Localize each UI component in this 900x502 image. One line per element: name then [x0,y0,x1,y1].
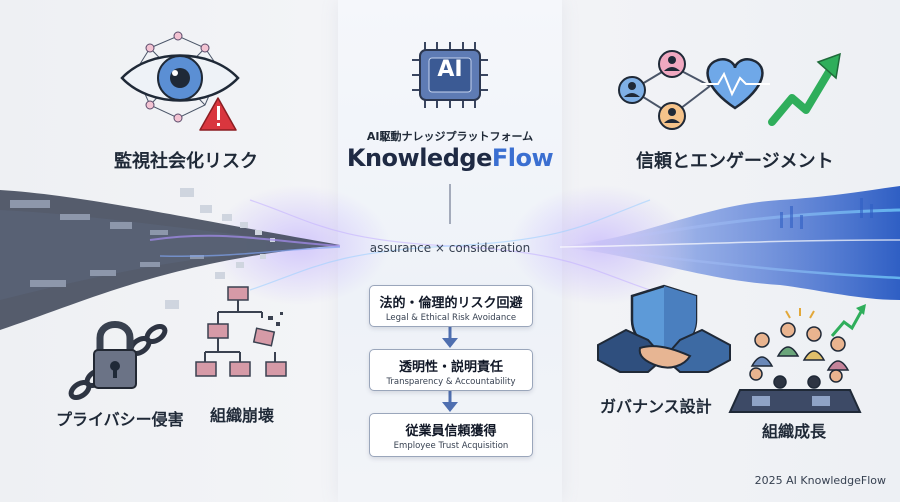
eye-icon [120,31,240,123]
brand-title: KnowledgeFlow [338,144,562,172]
handshake-shield-icon [597,284,731,373]
heart-icon [700,58,770,110]
ai-chip-icon [412,42,488,108]
tagline: assurance × consideration [369,241,531,255]
step-transparency: 透明性・説明責任 Transparency & Accountability [369,349,533,391]
brand-title-main: Knowledge [346,144,492,172]
ai-chip-label: AI [437,57,463,82]
step-en-label: Transparency & Accountability [386,377,516,387]
arrow-down-icon [442,390,458,412]
padlock-chain-icon [68,321,168,401]
right-wave-stream [559,186,900,300]
team-meeting-icon [728,304,866,413]
step-jp-label: 従業員信頼獲得 [405,424,497,439]
org-collapse-label: 組織崩壊 [210,406,275,425]
step-employee-trust: 従業員信頼獲得 Employee Trust Acquisition [369,413,533,457]
arrow-down-icon [442,326,458,348]
step-jp-label: 法的・倫理的リスク回避 [379,296,523,311]
surveillance-risk-label: 監視社会化リスク [114,151,258,172]
footer-credit: 2025 AI KnowledgeFlow [754,474,886,487]
governance-design-label: ガバナンス設計 [600,397,712,416]
step-legal-ethical: 法的・倫理的リスク回避 Legal & Ethical Risk Avoidan… [369,285,533,327]
warning-icon [199,97,237,131]
platform-subtitle: AI駆動ナレッジプラットフォーム [366,130,534,143]
trust-engagement-label: 信頼とエンゲージメント [636,151,834,172]
step-jp-label: 透明性・説明責任 [398,360,503,375]
network-people-icon [618,50,711,130]
brand-title-accent: Flow [491,144,554,172]
org-growth-label: 組織成長 [762,422,827,441]
left-data-stream [0,188,341,330]
broken-org-chart-icon [195,286,287,377]
growth-arrow-icon [768,52,841,126]
privacy-violation-label: プライバシー侵害 [56,410,184,429]
step-en-label: Employee Trust Acquisition [393,441,509,451]
step-en-label: Legal & Ethical Risk Avoidance [385,313,517,323]
